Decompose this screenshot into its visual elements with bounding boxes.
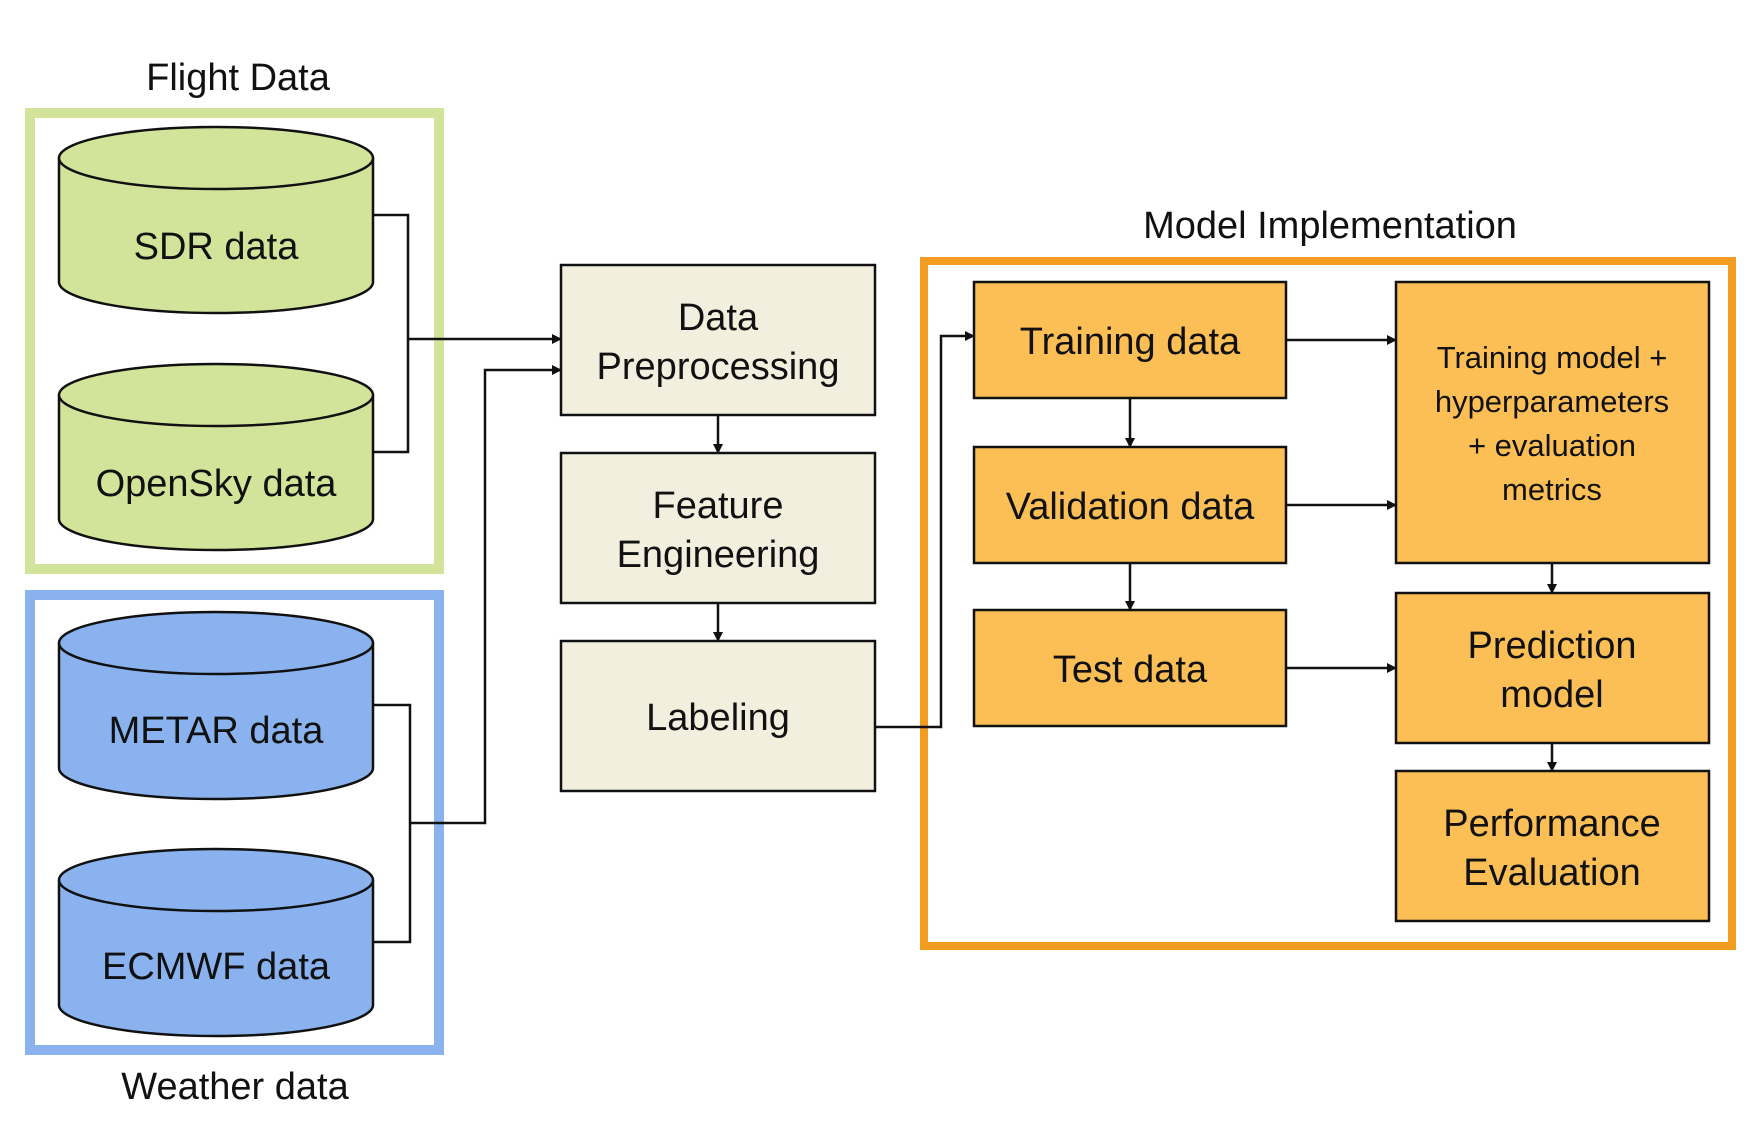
weather-data-title: Weather data <box>121 1066 349 1108</box>
training-model-box: Training model + hyperparameters + evalu… <box>1394 280 1711 565</box>
weather-sources-connector <box>373 703 412 944</box>
test-data-label: Test data <box>1053 649 1208 691</box>
ecmwf-data-cylinder: ECMWF data <box>57 847 375 1038</box>
performance-evaluation-label-line2: Evaluation <box>1463 852 1640 894</box>
prediction-model-label-line1: Prediction <box>1468 625 1637 667</box>
ecmwf-data-label: ECMWF data <box>102 946 331 988</box>
performance-evaluation-label-line1: Performance <box>1443 803 1661 845</box>
prediction-model-label-line2: model <box>1500 674 1604 716</box>
validation-data-box: Validation data <box>972 445 1288 565</box>
training-model-label-line2: hyperparameters <box>1435 384 1669 419</box>
feature-engineering-label-line2: Engineering <box>617 534 820 576</box>
data-preprocessing-box: Data Preprocessing <box>559 263 877 417</box>
model-implementation-title: Model Implementation <box>1143 205 1517 247</box>
sdr-data-label: SDR data <box>134 226 300 268</box>
test-data-box: Test data <box>972 608 1288 728</box>
training-model-label-line1: Training model + <box>1437 340 1668 375</box>
feature-engineering-label-line1: Feature <box>653 485 784 527</box>
validation-data-label: Validation data <box>1006 486 1255 528</box>
opensky-data-label: OpenSky data <box>96 463 338 505</box>
metar-data-label: METAR data <box>109 710 325 752</box>
labeling-box: Labeling <box>559 639 877 793</box>
flight-data-title: Flight Data <box>146 57 331 99</box>
labeling-label: Labeling <box>646 697 790 739</box>
training-model-label-line3: + evaluation <box>1468 428 1636 463</box>
weather-to-preprocessing-arrow <box>410 365 562 825</box>
performance-evaluation-box: Performance Evaluation <box>1394 769 1711 923</box>
data-preprocessing-label-line1: Data <box>678 297 759 339</box>
feature-engineering-box: Feature Engineering <box>559 451 877 605</box>
flight-data-group <box>25 108 444 574</box>
training-data-box: Training data <box>972 280 1288 400</box>
prediction-model-box: Prediction model <box>1394 591 1711 745</box>
data-preprocessing-label-line2: Preprocessing <box>597 346 840 388</box>
labeling-to-training-arrow <box>875 331 975 729</box>
sdr-data-cylinder: SDR data <box>57 125 375 315</box>
training-data-label: Training data <box>1020 321 1241 363</box>
model-implementation-group <box>920 257 1736 950</box>
training-model-label-line4: metrics <box>1502 472 1602 507</box>
metar-data-cylinder: METAR data <box>57 610 375 801</box>
flight-sources-connector <box>373 213 410 454</box>
opensky-data-cylinder: OpenSky data <box>57 362 375 552</box>
